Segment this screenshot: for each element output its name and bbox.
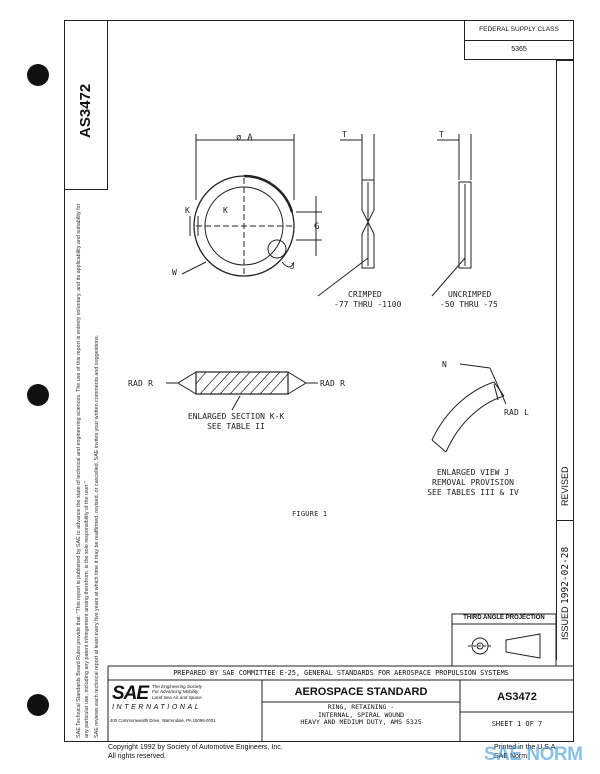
view-line1: ENLARGED VIEW J	[436, 468, 510, 477]
sae-logo: SAE	[112, 683, 149, 704]
n-label: N	[442, 360, 448, 369]
binder-hole	[27, 64, 49, 86]
drawing-frame	[64, 20, 574, 742]
copyright-line2: All rights reserved.	[108, 752, 166, 760]
crimped-note: CRIMPED -77 THRU -1100	[334, 290, 401, 310]
view-j-note: ENLARGED VIEW J REMOVAL PROVISION SEE TA…	[408, 468, 538, 498]
section-line2: SEE TABLE II	[207, 422, 265, 431]
k-left-label: K	[185, 206, 191, 215]
uncrimped-profile	[458, 181, 472, 269]
crimped-line1: CRIMPED	[348, 290, 382, 299]
section-hatch	[195, 371, 289, 395]
copyright-line1: Copyright 1992 by Society of Automotive …	[108, 744, 283, 751]
prepared-by: PREPARED BY SAE COMMITTEE E-25, GENERAL …	[173, 669, 509, 677]
doc-number-tab	[64, 20, 108, 190]
copyright: Copyright 1992 by Society of Automotive …	[108, 744, 283, 761]
right-margin-top	[556, 60, 574, 61]
rad-r-left-label: RAD R	[128, 379, 154, 388]
printed-in: Printed in the U.S.A. SAE Norm	[494, 744, 557, 761]
dim-t1-label: T	[342, 130, 348, 139]
view-j-curve	[431, 381, 495, 441]
w-label: W	[172, 268, 178, 277]
section-note: ENLARGED SECTION K-K SEE TABLE II	[176, 412, 296, 432]
ring-spiral	[243, 174, 294, 213]
desc-line3: HEAVY AND MEDIUM DUTY, AMS 5325	[300, 718, 422, 727]
rad-l-label: RAD L	[504, 408, 530, 417]
crimped-line2: -77 THRU -1100	[334, 300, 402, 309]
j-label: J	[290, 262, 296, 271]
section-line1: ENLARGED SECTION K-K	[187, 412, 285, 421]
standard-description: RING, RETAINING - INTERNAL, SPIRAL WOUND…	[262, 703, 460, 727]
federal-supply-label: FEDERAL SUPPLY CLASS	[479, 26, 559, 33]
sheet-number: SHEET 1 OF 7	[491, 720, 543, 728]
binder-hole	[27, 384, 49, 406]
sae-tag1: The Engineering Society	[152, 684, 203, 689]
sae-norm-watermark: SAE NORM	[484, 744, 583, 765]
dim-a-label: ø A	[236, 133, 253, 143]
desc-line2: INTERNAL, SPIRAL WOUND	[317, 710, 405, 719]
view-line3: SEE TABLES III & IV	[427, 488, 519, 497]
title-doc-number: AS3472	[497, 691, 537, 703]
revised-divider	[556, 520, 574, 521]
printed-line2: SAE Norm	[494, 752, 528, 760]
view-line2: REMOVAL PROVISION	[432, 478, 514, 487]
standard-title: AEROSPACE STANDARD	[294, 686, 428, 698]
k-right-label: K	[223, 206, 229, 215]
g-label: G	[314, 222, 320, 232]
sae-tag2: For Advancing Mobility	[152, 689, 199, 695]
uncrimped-line2: -50 THRU -75	[440, 300, 498, 309]
dim-t2-label: T	[439, 130, 445, 139]
sae-address: 400 Commonwealth Drive, Warrendale, PA 1…	[110, 718, 216, 723]
figure-label: FIGURE 1	[292, 510, 328, 518]
right-margin-rule	[556, 60, 557, 660]
section-kk	[195, 371, 289, 395]
printed-line1: Printed in the U.S.A.	[494, 744, 558, 751]
crimped-profile	[361, 179, 375, 269]
federal-supply-value: 5365	[511, 46, 527, 53]
sae-international: INTERNATIONAL	[112, 704, 202, 711]
uncrimped-line1: UNCRIMPED	[448, 290, 492, 299]
sae-tagline: The Engineering Society For Advancing Mo…	[152, 684, 202, 700]
projection-label: THIRD ANGLE PROJECTION	[463, 615, 545, 621]
desc-line1: RING, RETAINING -	[327, 703, 395, 711]
rad-r-right-label: RAD R	[320, 379, 346, 388]
uncrimped-note: UNCRIMPED -50 THRU -75	[440, 290, 498, 310]
projection-box	[451, 613, 557, 667]
binder-hole	[27, 694, 49, 716]
federal-supply-divider	[464, 40, 574, 41]
sae-tag3: Land Sea Air and Space	[152, 694, 202, 700]
removal-notch	[267, 239, 287, 259]
